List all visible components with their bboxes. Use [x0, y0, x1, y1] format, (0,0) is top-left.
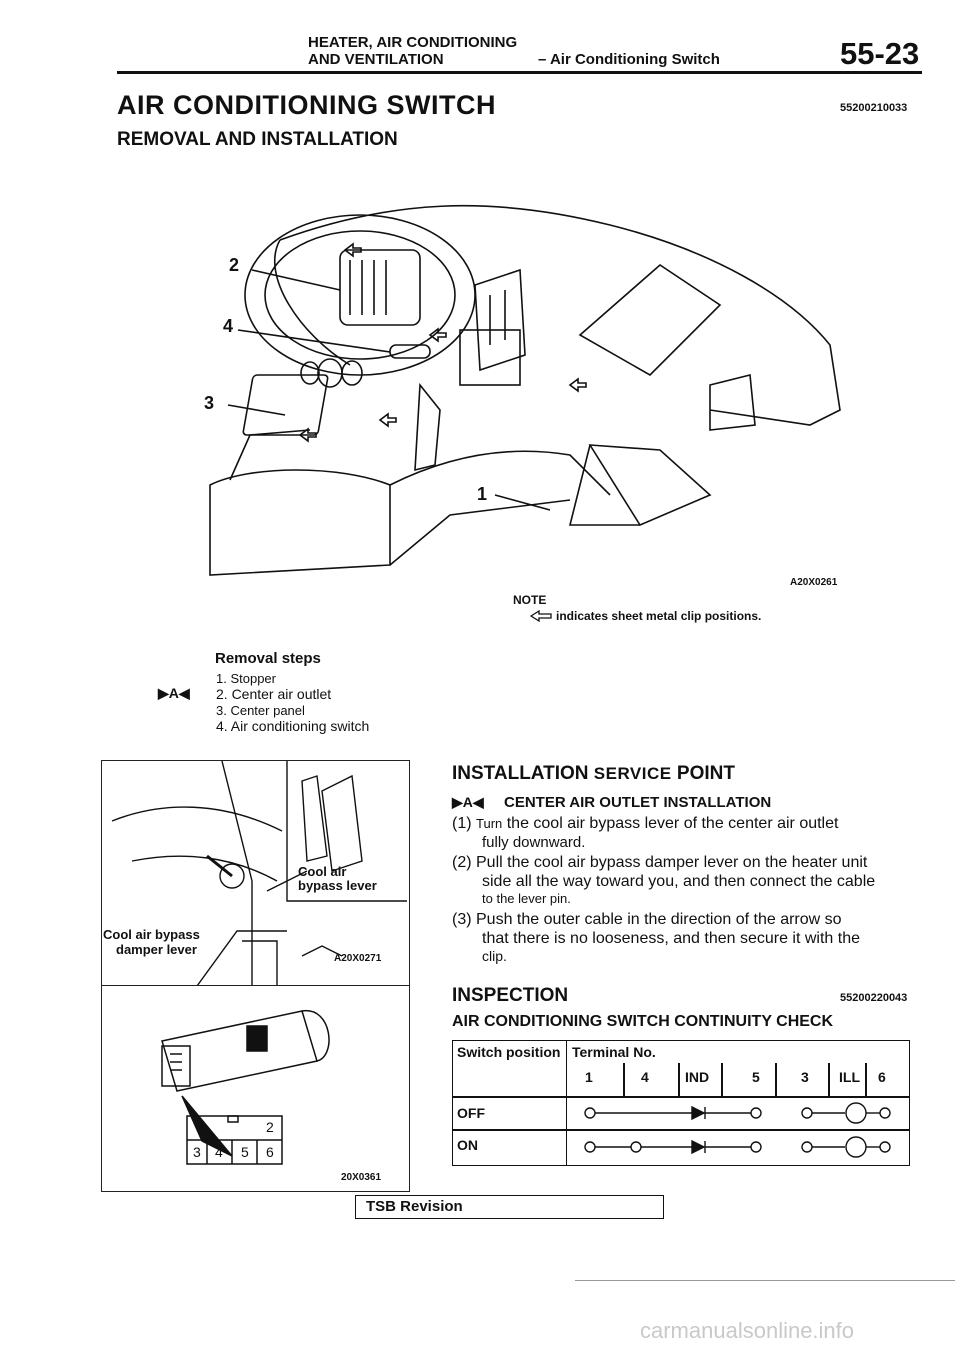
callout-1: 1 — [477, 484, 488, 504]
removal-steps-title: Removal steps — [215, 650, 321, 667]
footer-rule — [575, 1280, 955, 1281]
install-step-3-line2: that there is no looseness, and then sec… — [482, 930, 861, 947]
tsb-revision-box: TSB Revision — [355, 1195, 664, 1219]
page-title: AIR CONDITIONING SWITCH — [117, 90, 496, 120]
install-step-2-line2: side all the way toward you, and then co… — [482, 873, 876, 890]
pin-4: 4 — [215, 1144, 223, 1160]
install-subhead: CENTER AIR OUTLET INSTALLATION — [504, 794, 772, 811]
inspection-subhead: AIR CONDITIONING SWITCH CONTINUITY CHECK — [452, 1013, 834, 1030]
installation-title: INSTALLATION SERVICE POINT — [452, 763, 735, 784]
removal-step-4: 4. Air conditioning switch — [216, 718, 370, 734]
terminal-ind: IND — [685, 1069, 710, 1085]
removal-step-2: 2. Center air outlet — [216, 686, 332, 702]
terminal-4: 4 — [641, 1069, 649, 1085]
figure1-code: A20X0261 — [790, 577, 838, 588]
terminal-5: 5 — [752, 1069, 760, 1085]
clip-arrow-icon — [530, 610, 552, 622]
figure2-code: A20X0271 — [334, 953, 382, 964]
row-on: ON — [457, 1137, 478, 1153]
label-damper-2: damper lever — [116, 942, 197, 957]
col-switch-position — [453, 1041, 567, 1165]
header-section-line2: AND VENTILATION — [308, 51, 444, 68]
inspection-code: 55200220043 — [840, 992, 908, 1004]
pin-3: 3 — [193, 1144, 201, 1160]
install-step-3-line3: clip. — [482, 948, 507, 964]
header-section-sub: – Air Conditioning Switch — [538, 51, 720, 68]
section-subtitle: REMOVAL AND INSTALLATION — [117, 129, 398, 150]
pin-1: 1 — [198, 1119, 206, 1135]
callout-4: 4 — [223, 316, 234, 336]
figure3-code: 20X0361 — [341, 1172, 382, 1183]
figure-bypass-lever: Cool air bypass lever Cool air bypass da… — [101, 760, 410, 987]
figure-switch-connector: 1 2 3 4 5 6 20X0361 — [101, 985, 410, 1192]
pin-5: 5 — [241, 1144, 249, 1160]
bypass-lever-diagram — [111, 760, 407, 987]
install-step-1: (1) Turn the cool air bypass lever of th… — [452, 815, 839, 832]
row-off: OFF — [457, 1105, 485, 1121]
header-rule — [117, 71, 922, 74]
watermark: carmanualsonline.info — [640, 1318, 855, 1343]
label-damper-1: Cool air bypass — [103, 927, 200, 942]
table-header-rule — [453, 1096, 909, 1098]
col-switch-header: Switch position — [457, 1044, 561, 1060]
install-step-3: (3) Push the outer cable in the directio… — [452, 911, 842, 928]
inspection-title: INSPECTION — [452, 985, 569, 1006]
callout-2: 2 — [229, 255, 240, 275]
col-terminal-header: Terminal No. — [572, 1044, 656, 1060]
note-text: indicates sheet metal clip positions. — [556, 609, 762, 623]
terminal-3: 3 — [801, 1069, 809, 1085]
install-step-2: (2) Pull the cool air bypass damper leve… — [452, 854, 868, 871]
dashboard-exploded-diagram — [209, 204, 841, 576]
install-step-2-line3: to the lever pin. — [482, 891, 571, 906]
table-row-rule — [453, 1129, 909, 1131]
terminal-1: 1 — [585, 1069, 593, 1085]
page-number: 55-23 — [840, 36, 920, 71]
tsb-revision-label: TSB Revision — [366, 1198, 463, 1215]
callout-3: 3 — [204, 393, 215, 413]
removal-step-3: 3. Center panel — [216, 703, 305, 718]
header-section-line1: HEATER, AIR CONDITIONING — [308, 34, 518, 51]
install-step-1-line2: fully downward. — [482, 834, 586, 851]
install-marker-icon: ▶A◀ — [452, 794, 484, 810]
pin-6: 6 — [266, 1144, 274, 1160]
pin-2: 2 — [266, 1119, 274, 1135]
removal-step-1: 1. Stopper — [216, 671, 276, 686]
label-cool-air: Cool air — [298, 864, 347, 879]
title-code: 55200210033 — [840, 102, 908, 114]
ac-switch-connector-diagram — [161, 1010, 330, 1165]
label-bypass-lever: bypass lever — [298, 878, 377, 893]
service-point-marker-icon: ▶A◀ — [158, 685, 190, 701]
continuity-symbols — [584, 1102, 891, 1158]
note-title: NOTE — [513, 593, 547, 607]
continuity-table: Switch position Terminal No. 1 4 IND 5 3… — [452, 1040, 910, 1166]
terminal-ill: ILL — [839, 1069, 860, 1085]
terminal-6: 6 — [878, 1069, 886, 1085]
